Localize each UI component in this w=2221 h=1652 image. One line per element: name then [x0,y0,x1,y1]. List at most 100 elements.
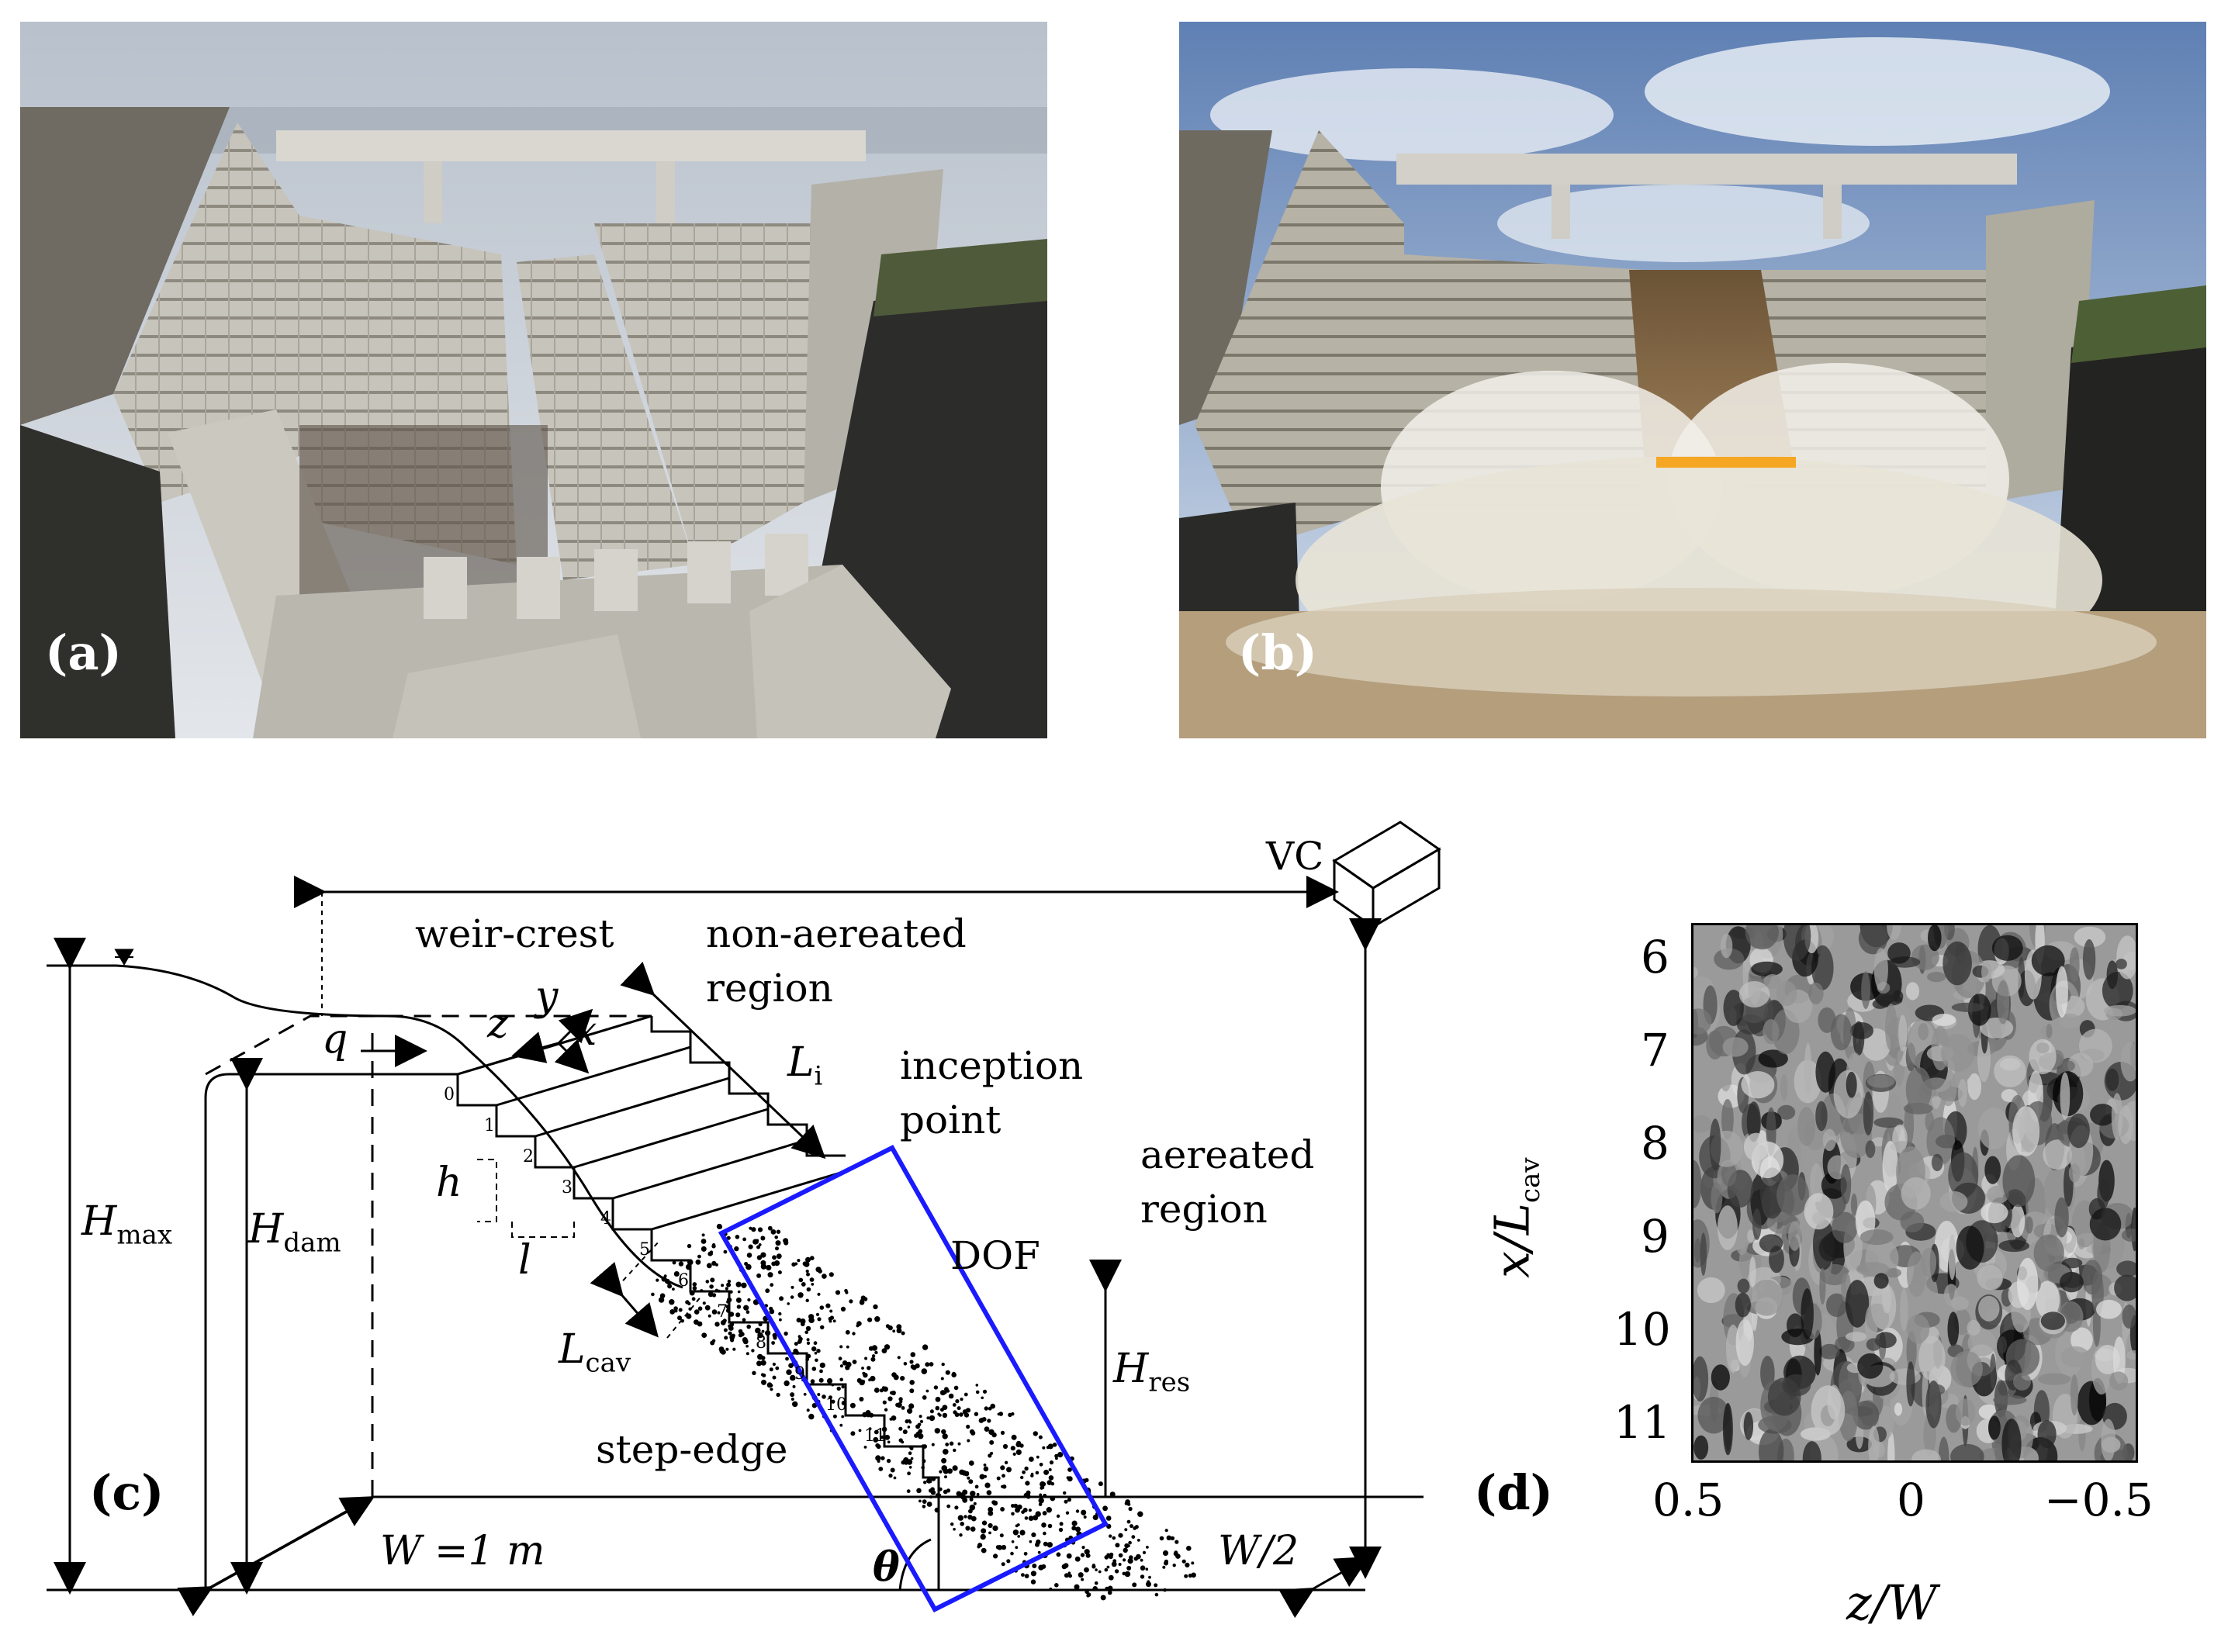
aeration-dot [1054,1583,1059,1588]
aeration-dot [1107,1590,1112,1595]
aeration-dot [811,1403,818,1408]
texture-blob [1911,1449,1941,1460]
aeration-dot [687,1243,692,1249]
aeration-dot [909,1360,914,1364]
texture-blob [1929,1384,1946,1395]
aeration-dot [1145,1567,1149,1571]
aeration-dot [680,1318,684,1323]
aeration-dot [1128,1506,1133,1512]
texture-blob [1955,1398,1976,1426]
aeration-dot [908,1451,912,1455]
aeration-dot [1049,1460,1054,1465]
y-tick: 8 [1641,1117,1669,1170]
aeration-dot [1002,1474,1005,1478]
step-number: 4 [600,1209,611,1229]
aeration-dot [967,1439,970,1443]
aeration-dot [1033,1431,1039,1436]
texture-blob [1693,1356,1709,1401]
aeration-dot [656,1278,659,1282]
aeration-dot [969,1497,974,1502]
aeration-dot [931,1476,936,1481]
aeration-dot [790,1374,796,1381]
width-label: W =1 m [380,1528,545,1574]
aeration-dot [1175,1540,1179,1544]
aeration-dot [867,1366,871,1370]
aeration-dot [721,1284,725,1287]
texture-blob [2029,1039,2057,1075]
aeration-dot [929,1488,933,1493]
aeration-dot [1164,1529,1168,1533]
texture-blob [1711,1364,1730,1391]
aeration-dot [940,1377,944,1381]
aeration-dot [767,1225,773,1231]
aeration-dot [910,1457,914,1460]
aeration-dot [678,1261,684,1267]
aeration-dot [761,1329,765,1333]
l-label: l [518,1237,531,1284]
texture-blob [2106,960,2118,990]
aeration-dot [934,1507,940,1513]
aeration-dot [760,1252,766,1258]
aeration-dot [697,1254,701,1259]
texture-blob [1693,966,1698,979]
texture-blob [1977,1265,2003,1291]
texture-blob [1788,1221,1801,1251]
aeration-dot [797,1259,801,1263]
aeration-dot [944,1475,947,1479]
aeration-dot [1046,1480,1053,1485]
aeration-dot [1181,1559,1186,1564]
aeration-dot [1081,1509,1087,1515]
aeration-dot [766,1382,773,1388]
aeration-dot [805,1298,809,1302]
aeration-dot [687,1301,691,1305]
aeration-dot [722,1318,727,1323]
texture-blob [2062,1060,2075,1072]
aeration-dot [1061,1564,1067,1570]
aeration-dot [953,1527,956,1531]
aeration-dot [1191,1561,1195,1565]
aeration-dot [960,1494,967,1500]
aeration-dot [952,1465,958,1471]
texture-blob [2056,966,2068,1018]
texture-blob [1722,1037,1749,1057]
aeration-dot [805,1269,809,1274]
aeration-dot [697,1306,703,1311]
aeration-dot [1159,1536,1164,1541]
aeration-dot [1010,1446,1015,1451]
aeration-dot [808,1317,815,1323]
aeration-dot [758,1322,763,1327]
aeration-dot [941,1457,947,1464]
texture-blob [2069,947,2080,983]
aeration-dot [772,1255,777,1260]
texture-blob [1905,982,1920,1001]
texture-blob [1898,1014,1908,1052]
aeration-dot [1102,1505,1108,1512]
texture-blob [2120,1042,2136,1082]
aeration-dot [945,1443,950,1446]
aeration-dot [734,1246,739,1252]
aeration-dot [820,1325,825,1329]
aeration-dot [775,1246,779,1251]
aeration-dot [868,1346,874,1351]
aeration-dot [738,1329,743,1334]
aeration-dot [714,1288,718,1292]
aeration-dot [839,1423,843,1427]
aeration-dot [825,1303,831,1308]
y-tick: 7 [1641,1024,1669,1077]
aeration-dot [776,1253,782,1260]
aeration-dot [846,1345,849,1349]
aeration-dot [1017,1535,1021,1538]
aeration-dot [929,1362,934,1367]
texture-blob [2059,1013,2081,1028]
aeration-dot [714,1263,718,1267]
aeration-dot [991,1500,996,1505]
aeration-dot [712,1242,716,1247]
aeration-dot [998,1412,1004,1416]
aeration-dot [767,1272,773,1278]
aeration-dot [981,1396,984,1400]
texture-blob [1997,980,2010,1025]
aeration-dot [701,1239,707,1244]
aeration-dot [1124,1528,1128,1532]
aeration-dot [947,1468,953,1474]
aeration-dot [943,1449,949,1455]
